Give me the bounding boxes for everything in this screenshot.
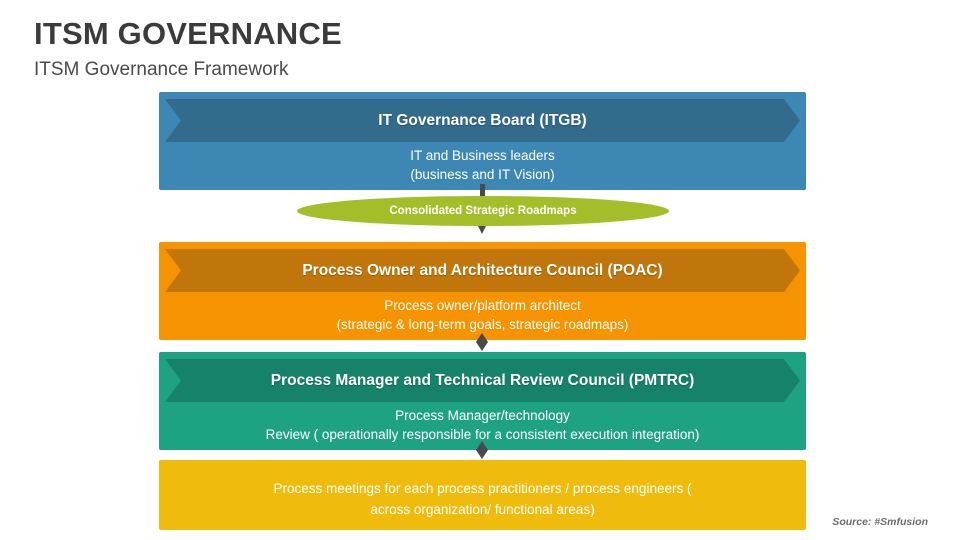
level-poac-band: Process Owner and Architecture Council (…	[159, 242, 806, 340]
double-arrow-icon-poac-pmtrc	[476, 333, 489, 351]
level-pmtrc-ribbon: Process Manager and Technical Review Cou…	[165, 359, 800, 402]
level-itgb-band: IT Governance Board (ITGB) IT and Busine…	[159, 92, 806, 190]
level-pmtrc-title: Process Manager and Technical Review Cou…	[270, 371, 695, 389]
connector-ellipse-label: Consolidated Strategic Roadmaps	[389, 205, 577, 217]
level-pmtrc-body-line-1: Process Manager/technology	[395, 408, 570, 423]
governance-diagram: IT Governance Board (ITGB) IT and Busine…	[159, 92, 806, 530]
level-itgb-body: IT and Business leaders (business and IT…	[159, 146, 806, 184]
level-poac-body-line-2: (strategic & long-term goals, strategic …	[336, 317, 629, 332]
level-practitioners-body-line-2: across organization/ functional areas)	[370, 502, 595, 517]
level-itgb-body-line-1: IT and Business leaders	[410, 148, 555, 163]
connector-stem-top	[480, 184, 485, 206]
connector-ellipse-roadmaps: Consolidated Strategic Roadmaps	[297, 196, 669, 226]
level-pmtrc-body-line-2: Review ( operationally responsible for a…	[265, 427, 700, 442]
level-itgb-title: IT Governance Board (ITGB)	[378, 111, 587, 129]
level-practitioners-band: Process meetings for each process practi…	[159, 460, 806, 530]
level-itgb-body-line-2: (business and IT Vision)	[410, 167, 555, 182]
page-subtitle: ITSM Governance Framework	[34, 59, 289, 80]
level-poac-ribbon: Process Owner and Architecture Council (…	[165, 249, 800, 292]
level-poac-body: Process owner/platform architect (strate…	[159, 296, 806, 334]
level-pmtrc-body: Process Manager/technology Review ( oper…	[159, 406, 806, 444]
page-title: ITSM GOVERNANCE	[34, 16, 342, 51]
level-poac-title: Process Owner and Architecture Council (…	[302, 261, 663, 279]
level-practitioners-body: Process meetings for each process practi…	[159, 478, 806, 520]
level-itgb-ribbon: IT Governance Board (ITGB)	[165, 99, 800, 142]
source-credit: Source: #Smfusion	[832, 516, 928, 528]
double-arrow-icon-pmtrc-practitioners	[476, 441, 489, 459]
level-poac-body-line-1: Process owner/platform architect	[384, 298, 581, 313]
level-pmtrc-band: Process Manager and Technical Review Cou…	[159, 352, 806, 450]
level-practitioners-body-line-1: Process meetings for each process practi…	[273, 481, 692, 496]
